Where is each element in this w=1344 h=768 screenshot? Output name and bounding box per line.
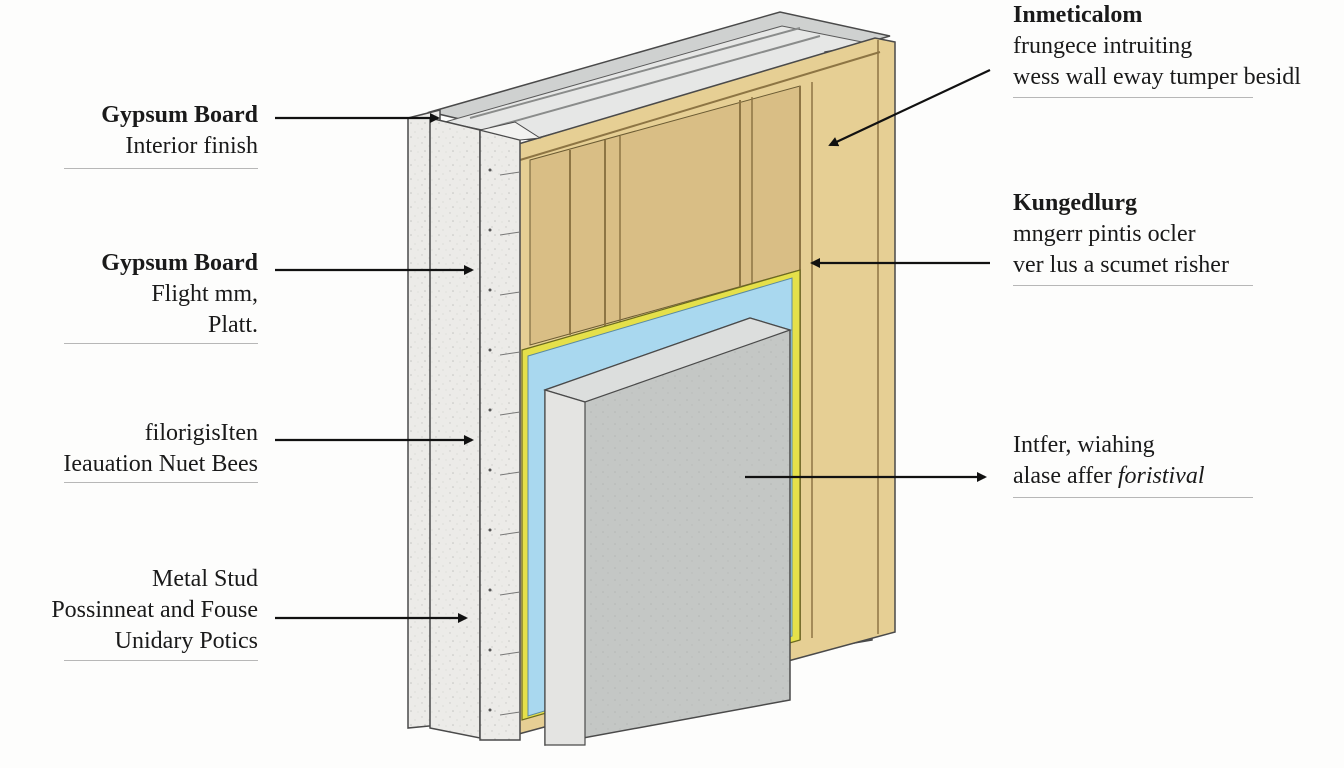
label-top-right: Inmeticalom frungece intruiting wess wal…	[1013, 0, 1301, 93]
label-rule	[1013, 497, 1253, 498]
label-line: Kungedlurg	[1013, 190, 1138, 216]
label-metal-stud: Metal Stud Possinneat and Fouse Unidary …	[51, 564, 258, 657]
label-rule	[64, 660, 258, 661]
gypsum-board-front	[407, 109, 481, 739]
top-metal-track	[427, 11, 891, 141]
label-line: Intfer, wiahing	[1013, 432, 1155, 458]
label-insulation: filorigisIten Ieauation Nuet Bees	[63, 418, 258, 480]
label-line: Ieauation Nuet Bees	[63, 451, 258, 477]
label-line: wess wall eway tumper besidl	[1013, 64, 1301, 90]
label-line: Inmeticalom	[1013, 2, 1143, 28]
label-line: Gypsum Board	[101, 250, 258, 276]
arrow-right-1	[828, 69, 991, 147]
label-line: Unidary Potics	[114, 628, 258, 654]
label-line: ver lus a scumet risher	[1013, 252, 1229, 278]
label-rule	[64, 168, 258, 169]
label-line: Platt.	[207, 312, 258, 338]
exterior-sheathing	[543, 317, 792, 746]
label-middle-right: Kungedlurg mngerr pintis ocler ver lus a…	[1013, 188, 1229, 281]
label-line: alase affer foristival	[1013, 461, 1204, 492]
callout-arrows	[275, 69, 991, 623]
label-bottom-right: Intfer, wiahing alase affer foristival	[1013, 430, 1204, 492]
label-line: Interior finish	[125, 133, 258, 159]
label-line: filorigisIten	[144, 420, 258, 446]
label-rule	[64, 482, 258, 483]
label-line: Gypsum Board	[101, 102, 258, 128]
label-line: frungece intruiting	[1013, 33, 1193, 59]
label-line: mngerr pintis ocler	[1013, 221, 1196, 247]
label-line: Possinneat and Fouse	[51, 597, 258, 623]
label-gypsum-board: Gypsum Board Flight mm, Platt.	[101, 248, 258, 341]
label-rule	[1013, 285, 1253, 286]
label-line: Flight mm,	[151, 281, 258, 307]
gypsum-board-rear	[479, 121, 542, 741]
label-segment: alase affer	[1013, 463, 1112, 489]
label-gypsum-interior: Gypsum Board Interior finish	[101, 100, 258, 162]
label-line: Metal Stud	[152, 566, 258, 592]
label-segment: foristival	[1117, 463, 1205, 489]
label-rule	[64, 343, 258, 344]
label-rule	[1013, 97, 1253, 98]
